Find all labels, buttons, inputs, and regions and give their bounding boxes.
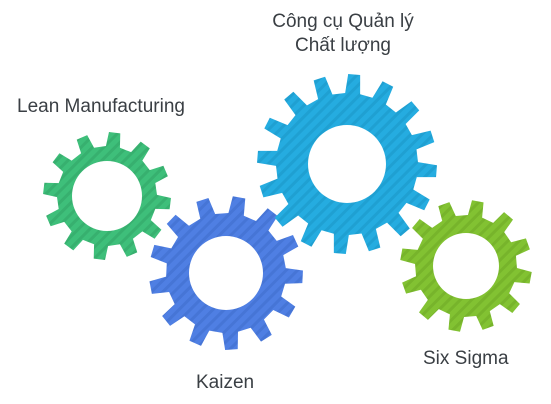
quality-tools-gear xyxy=(257,74,437,254)
kaizen-label-line: Kaizen xyxy=(196,372,255,393)
six-sigma-label: Six Sigma xyxy=(423,347,509,371)
lean-manufacturing-label-line: Lean Manufacturing xyxy=(17,96,185,117)
six-sigma-label-line: Six Sigma xyxy=(423,348,509,369)
quality-tools-label: Công cụ Quản lý Chất lượng xyxy=(258,10,428,58)
six-sigma-gear xyxy=(400,200,532,332)
lean-manufacturing-gear xyxy=(43,132,171,260)
kaizen-label: Kaizen xyxy=(196,371,254,395)
kaizen-gear xyxy=(149,196,303,350)
lean-manufacturing-label: Lean Manufacturing xyxy=(17,95,185,119)
quality-tools-label-line-1: Công cụ Quản lý xyxy=(272,11,414,32)
quality-tools-label-line-2: Chất lượng xyxy=(295,35,391,56)
